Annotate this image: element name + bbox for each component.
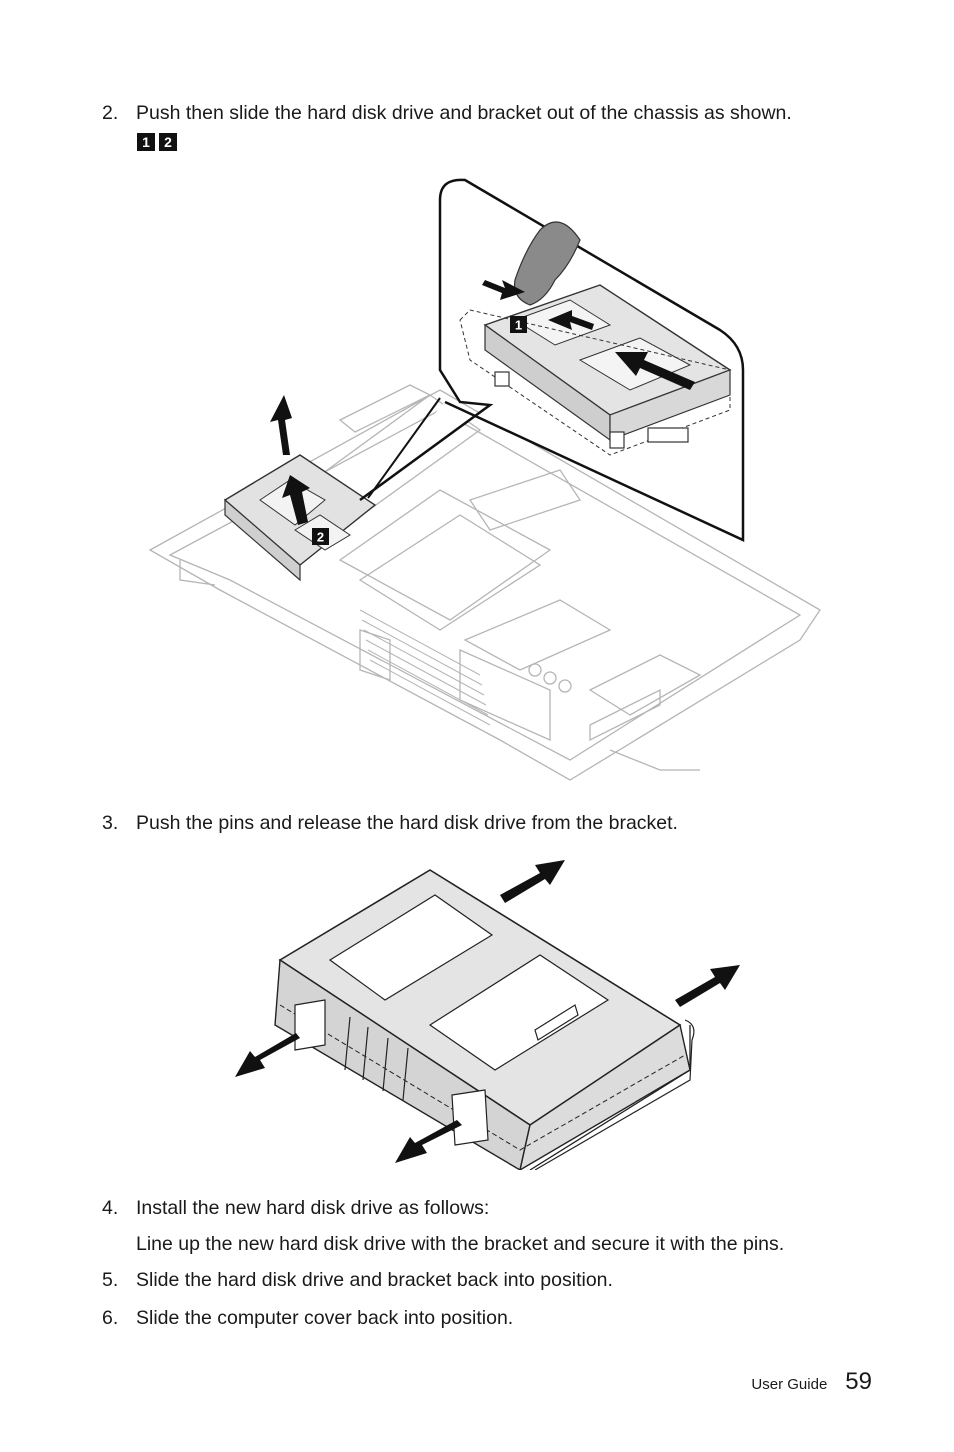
step-number: 4. [102,1197,119,1219]
callout-badge-2: 2 [159,133,177,151]
step-3: 3. Push the pins and release the hard dis… [102,811,678,835]
hdd-bracket [274,869,695,1170]
step-number: 6. [102,1307,119,1329]
svg-text:1: 1 [515,318,522,333]
footer-label: User Guide [751,1376,828,1393]
chassis-vent-lines [359,609,491,726]
step-6: 6. Slide the computer cover back into pos… [102,1306,513,1330]
release-arrow-top-icon [500,860,565,903]
step-text: Push then slide the hard disk drive and … [136,102,792,124]
step-number: 3. [102,812,119,834]
release-arrow-left-icon [235,1033,300,1077]
chassis-removal-illustration: 2 1 [148,178,821,781]
step-4: 4. Install the new hard disk drive as fol… [102,1196,489,1220]
step-5: 5. Slide the hard disk drive and bracket … [102,1268,613,1292]
step-number: 2. [102,102,119,124]
step-text: Push the pins and release the hard disk … [136,812,678,834]
chassis-outline [148,384,821,781]
detail-hdd-bracket [459,284,732,456]
slide-arrow-icon [270,395,292,455]
hand-icon [513,221,581,306]
step-text: Slide the computer cover back into posit… [136,1307,514,1329]
step-text: Slide the hard disk drive and bracket ba… [136,1269,613,1291]
step-2-callouts: 1 2 [137,133,177,151]
step-text: Install the new hard disk drive as follo… [136,1197,490,1219]
push-arrow-icon [282,475,310,525]
svg-text:2: 2 [317,530,324,545]
drive-slide-arrow-icon [615,352,695,390]
step-2: 2. Push then slide the hard disk drive an… [102,101,792,125]
bracket-release-illustration [235,860,740,1170]
callout-badge-1: 1 [137,133,155,151]
pin-press-arrow-icon [482,280,525,300]
release-arrow-bottom-icon [395,1120,462,1163]
step-number: 5. [102,1269,119,1291]
page-number: 59 [845,1368,872,1395]
page-footer: User Guide 59 [751,1368,872,1396]
pin-press-arrow-2-icon [548,310,594,330]
callout-1-box [510,316,527,333]
callout-2-box [312,528,329,545]
release-arrow-right-icon [675,965,740,1007]
step-4-detail: Line up the new hard disk drive with the… [136,1233,785,1255]
